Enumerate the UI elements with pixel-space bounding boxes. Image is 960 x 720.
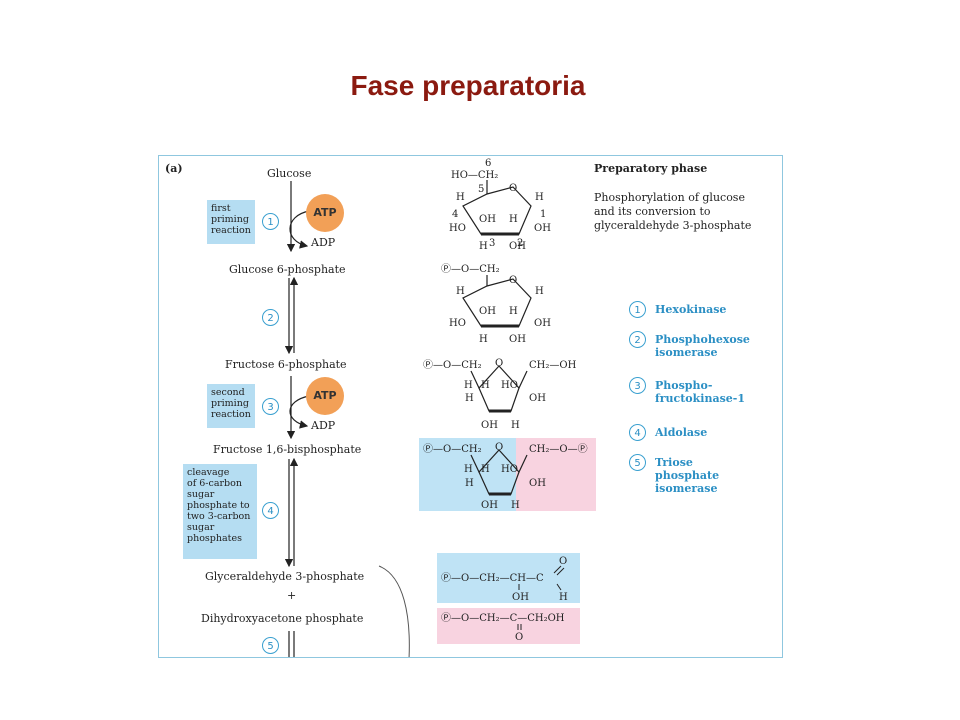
legend-phosphofructokinase: Phospho- fructokinase-1 [655,379,745,405]
svg-text:H: H [511,500,520,511]
phase-title: Preparatory phase [594,162,708,175]
f16bp-pink-region [516,438,596,511]
legend-hexokinase: Hexokinase [655,303,727,316]
svg-text:O: O [495,358,503,369]
svg-text:O: O [509,183,517,194]
legend-2-circle: 2 [629,331,646,348]
svg-text:H: H [511,420,520,431]
fructose-6-phosphate-label: Fructose 6-phosphate [225,358,347,371]
svg-text:Ⓟ—O—CH₂: Ⓟ—O—CH₂ [441,263,500,275]
svg-text:5: 5 [478,184,484,195]
svg-text:OH: OH [481,500,498,511]
atp-adp-curve-2 [289,395,310,429]
legend-3-circle: 3 [629,377,646,394]
glucose-structure: HO—CH₂ 6 5 O H H 4 1 OH H HO OH H OH 3 2 [449,158,551,252]
svg-text:OH: OH [534,223,551,234]
next-phase-curve [378,565,410,657]
legend-1-circle: 1 [629,301,646,318]
svg-text:H: H [479,241,488,252]
pathway-graphics: HO—CH₂ 6 5 O H H 4 1 OH H HO OH H OH 3 2… [284,158,596,657]
legend-aldolase: Aldolase [655,426,708,439]
svg-text:OH: OH [529,478,546,489]
svg-text:H: H [559,592,568,603]
svg-text:H: H [481,464,490,475]
svg-text:OH: OH [479,306,496,317]
panel-label: (a) [165,162,183,175]
first-priming-note: first priming reaction [207,200,255,244]
svg-text:H: H [464,380,473,391]
glucose-6-phosphate-label: Glucose 6-phosphate [229,263,346,276]
dihydroxyacetone-phosphate-label: Dihydroxyacetone phosphate [201,612,364,625]
legend-4-circle: 4 [629,424,646,441]
svg-text:OH: OH [479,214,496,225]
dhap-highlight [437,608,580,644]
svg-text:Ⓟ—O—CH₂—C—CH₂OH: Ⓟ—O—CH₂—C—CH₂OH [441,612,565,624]
adp-label-1: ADP [311,236,336,249]
svg-text:OH: OH [512,592,529,603]
glyceraldehyde-3-phosphate-label: Glyceraldehyde 3-phosphate [205,570,365,583]
glycolysis-figure: HO—CH₂ 6 5 O H H 4 1 OH H HO OH H OH 3 2… [158,155,783,658]
svg-text:3: 3 [489,238,495,249]
svg-text:OH: OH [509,334,526,345]
svg-text:HO: HO [501,464,518,475]
atp-badge-1: ATP [306,194,344,232]
svg-text:1: 1 [540,209,546,220]
fructose-1-6-bisphosphate-label: Fructose 1,6-bisphosphate [213,443,362,456]
svg-text:Ⓟ—O—CH₂: Ⓟ—O—CH₂ [423,359,482,371]
step-2-circle: 2 [262,309,279,326]
svg-text:O: O [495,442,503,453]
step-5-circle: 5 [262,637,279,654]
gap-highlight [437,553,580,603]
second-priming-note: second priming reaction [207,384,255,428]
svg-text:H: H [509,214,518,225]
svg-text:HO—CH₂: HO—CH₂ [451,170,498,181]
atp-adp-curve-1 [289,210,310,249]
slide-title: Fase preparatoria [350,70,586,101]
svg-text:O: O [559,556,567,567]
svg-text:Ⓟ—O—CH₂—CH—C: Ⓟ—O—CH₂—CH—C [441,572,544,584]
svg-text:H: H [481,380,490,391]
svg-text:H: H [465,393,474,404]
svg-text:H: H [465,478,474,489]
legend-triose-phosphate-isomerase: Triose phosphate isomerase [655,456,720,495]
svg-text:Ⓟ—O—CH₂: Ⓟ—O—CH₂ [423,443,482,455]
atp-badge-2: ATP [306,377,344,415]
svg-text:HO: HO [449,318,466,329]
svg-text:CH₂—O—Ⓟ: CH₂—O—Ⓟ [529,443,588,455]
step-3-circle: 3 [262,398,279,415]
legend-5-circle: 5 [629,454,646,471]
svg-text:HO: HO [449,223,466,234]
adp-label-2: ADP [311,419,336,432]
svg-text:4: 4 [452,209,458,220]
svg-text:6: 6 [485,158,491,169]
svg-text:H: H [464,464,473,475]
cleavage-note: cleavage of 6-carbon sugar phosphate to … [183,464,257,559]
svg-text:H: H [535,192,544,203]
svg-text:H: H [479,334,488,345]
glucose-label: Glucose [267,167,312,180]
svg-text:2: 2 [517,238,523,249]
step-1-circle: 1 [262,213,279,230]
plus-sign: + [287,589,297,602]
svg-text:H: H [509,306,518,317]
svg-text:H: H [456,192,465,203]
svg-text:HO: HO [501,380,518,391]
svg-text:H: H [456,286,465,297]
glucose-6-phosphate-structure: Ⓟ—O—CH₂ O H H OH H HO OH H OH [441,263,551,345]
glyceraldehyde-3-phosphate-structure: Ⓟ—O—CH₂—CH—C O OH H [441,556,568,603]
svg-text:OH: OH [509,241,526,252]
fructose-6-phosphate-structure: Ⓟ—O—CH₂ CH₂—OH O H H HO OH H OH H [423,358,577,431]
phase-description: Phosphorylation of glucose and its conve… [594,191,752,232]
dihydroxyacetone-phosphate-structure: Ⓟ—O—CH₂—C—CH₂OH O [441,612,565,643]
svg-text:H: H [535,286,544,297]
svg-text:OH: OH [529,393,546,404]
svg-text:CH₂—OH: CH₂—OH [529,360,577,371]
svg-text:OH: OH [534,318,551,329]
svg-text:OH: OH [481,420,498,431]
step-4-circle: 4 [262,502,279,519]
svg-text:O: O [509,275,517,286]
svg-text:O: O [515,632,523,643]
fructose-1-6-bisphosphate-structure: Ⓟ—O—CH₂ CH₂—O—Ⓟ O H H HO OH H OH H [423,442,588,511]
legend-phosphohexose-isomerase: Phosphohexose isomerase [655,333,750,359]
